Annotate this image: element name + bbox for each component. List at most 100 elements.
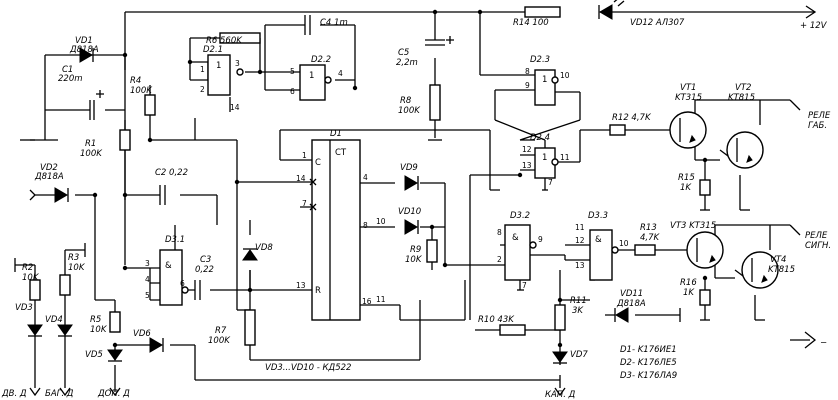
d23-mark: 1: [542, 75, 547, 85]
supply-plus12: + 12V: [800, 21, 828, 31]
r8-label: R8: [400, 96, 412, 106]
svg-text:8: 8: [363, 221, 368, 230]
pin-marks: [309, 178, 317, 211]
svg-text:10: 10: [376, 217, 386, 226]
r7-body: [244, 309, 256, 346]
vt1-label: VT1: [680, 83, 696, 93]
r5-body: [109, 311, 121, 333]
d22-body: [299, 64, 326, 101]
c5-label: C5: [398, 48, 409, 58]
d21-body: [207, 54, 231, 96]
legend-d2: D2- K176ЛЕ5: [620, 358, 677, 368]
vd4-label: VD4: [45, 315, 63, 325]
d1-ct: CT: [335, 148, 347, 158]
svg-text:10: 10: [619, 239, 629, 248]
r16-value: 1K: [683, 288, 695, 298]
r16-label: R16: [680, 278, 697, 288]
svg-text:2: 2: [497, 255, 502, 264]
d23-label: D2.3: [530, 55, 550, 65]
svg-text:1: 1: [302, 151, 307, 160]
r13-label: R13: [640, 223, 657, 233]
grounds: [14, 139, 765, 397]
svg-text:5: 5: [145, 291, 150, 300]
svg-text:11: 11: [376, 295, 386, 304]
vd1-type: Д818А: [69, 45, 99, 55]
r13-value: 4,7K: [640, 233, 661, 243]
d23-body: [534, 69, 556, 106]
r6-body: [219, 32, 261, 44]
r16-body: [699, 289, 711, 306]
svg-text:14: 14: [296, 174, 306, 183]
vd5-label: VD5: [85, 350, 103, 360]
r12-body: [609, 124, 626, 136]
input-bag: БАГ. Д: [45, 389, 74, 399]
svg-text:16: 16: [362, 297, 372, 306]
r4-value: 100K: [130, 86, 153, 96]
d32-mark: &: [512, 233, 519, 243]
r6-label: R6 560K: [206, 36, 243, 46]
svg-text:13: 13: [296, 281, 306, 290]
c4-label: C4 1m: [320, 18, 348, 28]
vd11-label: VD11: [620, 289, 643, 299]
svg-text:10: 10: [560, 71, 570, 80]
r5-value: 10K: [90, 325, 108, 335]
capacitors: [89, 15, 454, 300]
c5-value: 2,2m: [396, 58, 418, 68]
r10-body: [499, 324, 526, 336]
r4-label: R4: [130, 76, 141, 86]
rele-gab-2: ГАБ.: [808, 121, 827, 131]
d1-label: D1: [330, 129, 342, 139]
r4-body: [144, 94, 156, 116]
d22-mark: 1: [309, 71, 314, 81]
svg-text:12: 12: [575, 236, 585, 245]
vd7-label: VD7: [570, 350, 588, 360]
vd9-label: VD9: [400, 163, 418, 173]
r14-body: [524, 6, 561, 18]
vd11-type: Д818А: [616, 299, 646, 309]
svg-text:8: 8: [525, 67, 530, 76]
d1-c: C: [315, 158, 321, 168]
r15-value: 1K: [680, 183, 692, 193]
r1-value: 100K: [80, 149, 103, 159]
svg-text:9: 9: [525, 81, 530, 90]
vd2-label: VD2: [40, 163, 58, 173]
d24-mark: 1: [542, 153, 547, 163]
r1-label: R1: [85, 139, 96, 149]
svg-text:5: 5: [290, 67, 295, 76]
legend-d1: D1- K176ИЕ1: [620, 345, 677, 355]
d21-label: D2.1: [203, 45, 223, 55]
input-dop: ДОП. Д: [97, 389, 130, 399]
c1-label: C1: [62, 65, 73, 75]
d24-label: D2.4: [530, 133, 550, 143]
r13-body: [634, 244, 656, 256]
svg-text:8: 8: [497, 228, 502, 237]
d33-mark: &: [595, 235, 602, 245]
rele-sign: РЕЛЕ: [805, 231, 828, 241]
d31-mark: &: [165, 261, 172, 271]
vt1-type: KT315: [675, 93, 702, 103]
svg-text:11: 11: [575, 223, 585, 232]
supply-minus: −: [820, 338, 827, 348]
vt2-type: KT815: [728, 93, 755, 103]
svg-text:1: 1: [200, 65, 205, 74]
r2-label: R2: [22, 263, 33, 273]
r3-label: R3: [68, 253, 79, 263]
pin-numbers: 1 1 1 1 & & & 1 2 3 14 5 6 4 1 14 7 13 4…: [145, 59, 629, 306]
d33-label: D3.3: [588, 211, 608, 221]
svg-text:9: 9: [538, 235, 543, 244]
r7-value: 100K: [208, 336, 231, 346]
r9-body: [426, 239, 438, 263]
r2-value: 10K: [22, 273, 40, 283]
vt2-label: VT2: [735, 83, 751, 93]
svg-text:6: 6: [180, 279, 185, 288]
vd1-label: VD1: [75, 36, 93, 46]
resistors: [29, 6, 711, 346]
svg-text:4: 4: [338, 69, 343, 78]
rele-sign-2: СИГН.: [805, 241, 831, 251]
svg-text:12: 12: [522, 145, 532, 154]
r11-label: R11: [570, 296, 587, 306]
r8-body: [429, 84, 441, 121]
r9-label: R9: [410, 245, 421, 255]
diodes: [27, 0, 629, 364]
